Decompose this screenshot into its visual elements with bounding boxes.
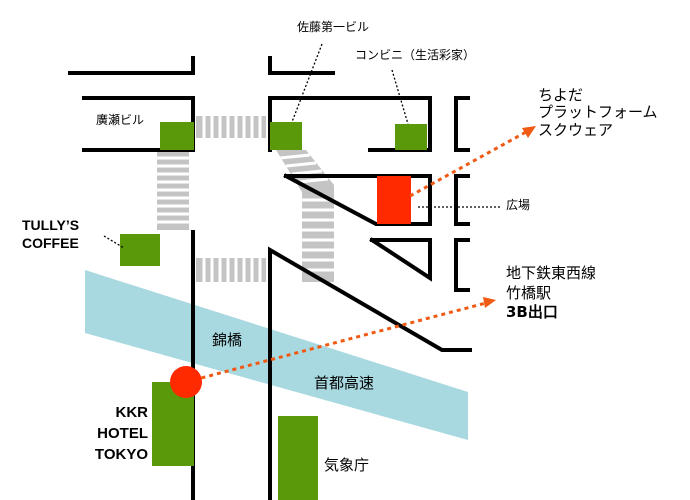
label-tullys: TULLY’S COFFEE	[22, 216, 79, 252]
label-chiyoda-line-1: ちよだ	[538, 86, 584, 104]
label-chiyoda-line-3: スクウェア	[538, 120, 614, 139]
leader-lines	[103, 43, 500, 249]
label-tullys-line-1: TULLY’S	[22, 217, 80, 233]
label-chiyoda-line-2: プラットフォーム	[538, 103, 658, 122]
label-jma: 気象庁	[324, 456, 370, 474]
hirose-bldg-block	[160, 122, 194, 150]
label-subway-line-3: 3B出口	[506, 303, 558, 321]
expressway-band	[85, 270, 468, 440]
route-arrowhead-subway	[483, 297, 496, 308]
tullys-block	[120, 234, 160, 266]
crosswalk-diagonal	[276, 150, 334, 282]
hotel-location-marker	[170, 366, 202, 398]
label-subway-exit: 地下鉄東西線 竹橋駅 3B出口	[506, 264, 596, 323]
crosswalk-middle	[196, 258, 266, 282]
label-chiyoda-platform: ちよだ プラットフォーム スクウェア	[538, 86, 658, 139]
label-plaza: 広場	[506, 198, 531, 212]
label-hirose-bldg: 廣瀬ビル	[96, 113, 145, 127]
label-subway-line-1: 地下鉄東西線	[506, 264, 597, 282]
chiyoda-platform-block	[377, 176, 411, 224]
crosswalk-left	[157, 150, 189, 230]
jma-block	[278, 416, 318, 500]
label-convenience-store: コンビニ（生活彩家）	[355, 48, 476, 62]
route-lines	[185, 130, 527, 384]
convenience-store-block	[395, 124, 427, 150]
label-kkr-line-3: TOKYO	[94, 446, 148, 463]
label-kkr-line-1: KKR	[115, 404, 149, 421]
label-kkr-hotel: KKR HOTEL TOKYO	[80, 402, 148, 465]
route-arrowhead-platform	[522, 126, 536, 138]
crosswalk-top	[196, 116, 266, 138]
label-nishikibashi: 錦橋	[212, 331, 243, 349]
sato-bldg-block	[270, 122, 302, 150]
label-kkr-line-2: HOTEL	[97, 425, 148, 442]
label-tullys-line-2: COFFEE	[22, 235, 79, 252]
label-expressway: 首都高速	[314, 374, 375, 392]
label-subway-line-2: 竹橋駅	[506, 283, 552, 302]
label-sato-bldg: 佐藤第一ビル	[297, 20, 370, 34]
